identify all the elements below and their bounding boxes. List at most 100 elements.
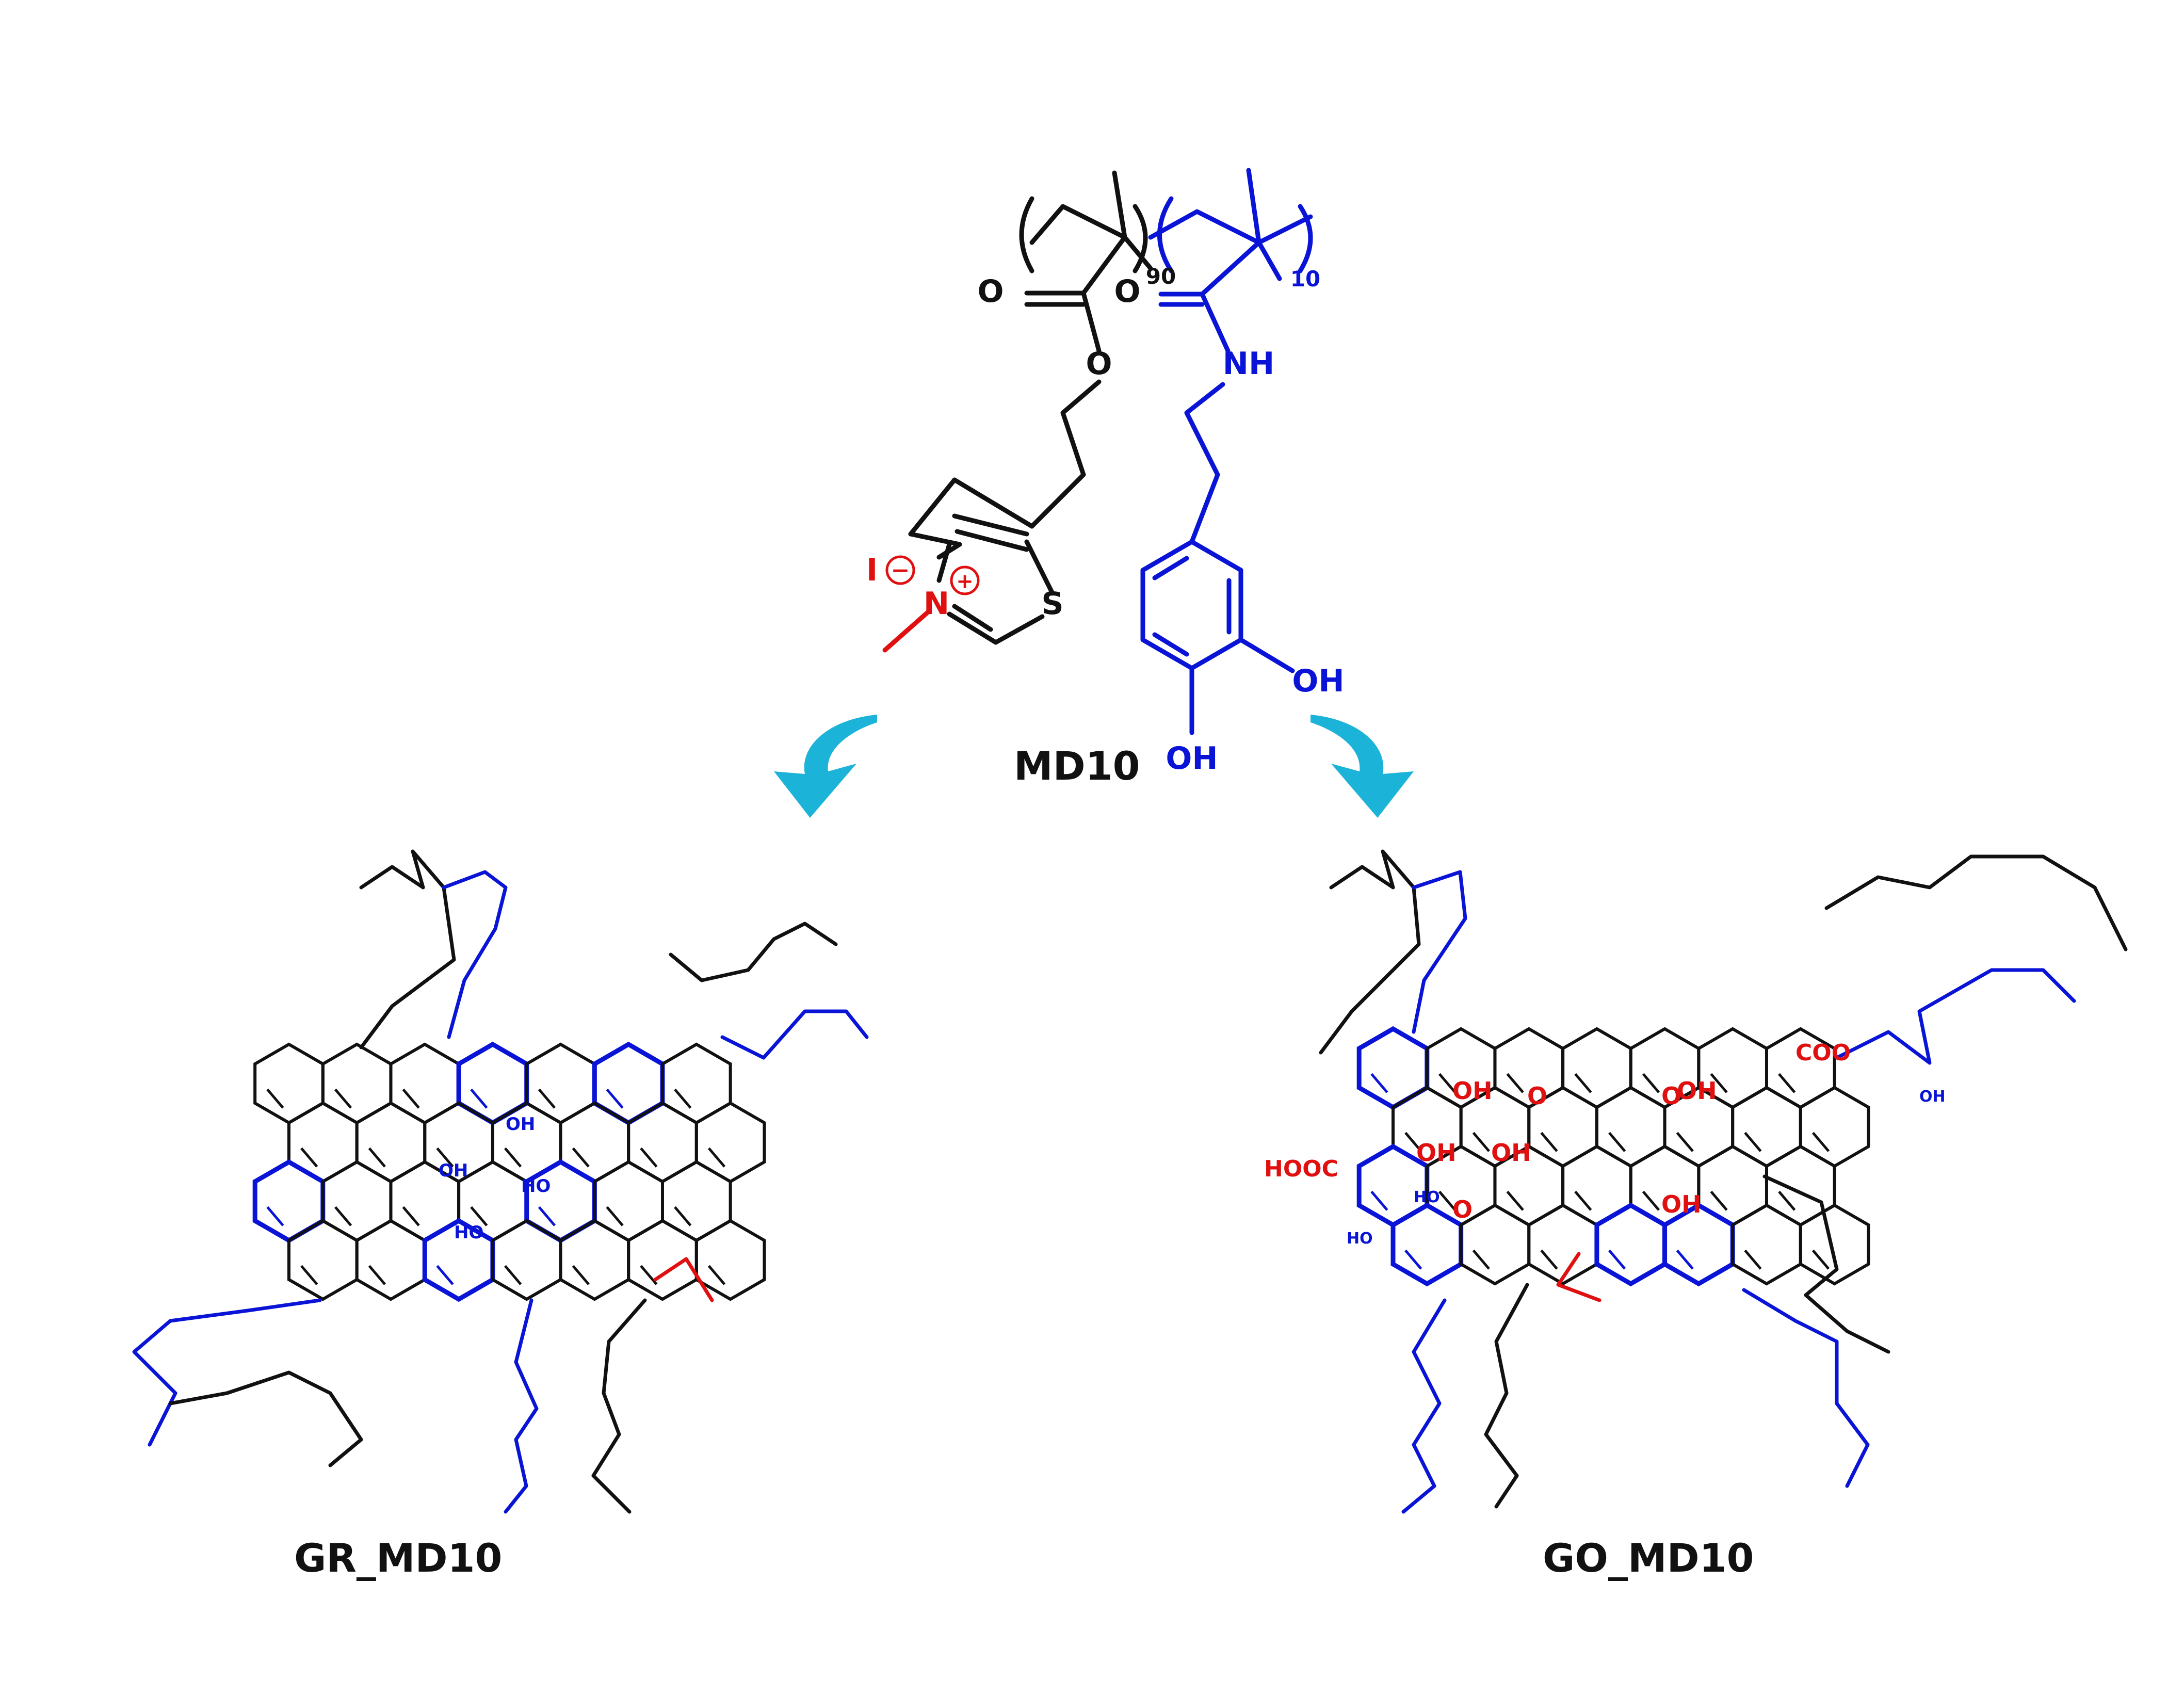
catechol-oh-bottom: OH bbox=[1166, 740, 1218, 777]
go-epoxy-o-1: O bbox=[1527, 1082, 1547, 1110]
mma-backbone-block bbox=[952, 170, 1153, 529]
lattice-double-bond bbox=[470, 1206, 488, 1226]
polymer-chain-segment bbox=[442, 870, 508, 1039]
lattice-double-bond bbox=[1811, 1132, 1830, 1152]
polymer-chain-segment bbox=[168, 1370, 363, 1467]
lattice-double-bond bbox=[1642, 1073, 1660, 1093]
lattice-hexagon bbox=[694, 1101, 766, 1184]
lattice-hexagon bbox=[660, 1042, 732, 1125]
lattice-double-bond bbox=[572, 1265, 590, 1285]
lattice-double-bond bbox=[707, 1147, 726, 1168]
lattice-hexagon bbox=[524, 1159, 597, 1243]
polymer-chain-segment bbox=[1319, 849, 1421, 1055]
polymer-chain-segment bbox=[1556, 1252, 1601, 1302]
lattice-double-bond bbox=[368, 1265, 386, 1285]
go-oh-1: OH bbox=[1452, 1077, 1493, 1105]
lattice-hexagon bbox=[694, 1219, 766, 1301]
lattice-hexagon bbox=[593, 1160, 664, 1242]
lattice-hexagon bbox=[1799, 1203, 1870, 1286]
go-ho-1: HO bbox=[1347, 1230, 1373, 1248]
go-oh-4: OH bbox=[1661, 1190, 1702, 1218]
lattice-hexagon bbox=[1356, 1026, 1430, 1110]
polymer-chain-segment bbox=[359, 849, 456, 1049]
gr-oh-1: OH bbox=[506, 1114, 535, 1135]
polymer-chain-segment bbox=[1824, 854, 2128, 951]
lattice-hexagon bbox=[1594, 1202, 1668, 1287]
polymer-chain-segment bbox=[653, 1257, 714, 1302]
polymer-chain-segment bbox=[1401, 1298, 1447, 1514]
lattice-double-bond bbox=[1472, 1249, 1490, 1270]
lattice-double-bond bbox=[1370, 1190, 1388, 1211]
lattice-double-bond bbox=[266, 1088, 284, 1109]
go-blue-hydroxyl-labels: HO HO OH bbox=[1347, 1088, 1946, 1248]
go-epoxy-o-2: O bbox=[1661, 1082, 1681, 1110]
carbonyl-oxygen-left: O bbox=[977, 273, 1004, 310]
go-catechol-oh: OH bbox=[1919, 1088, 1946, 1106]
right-product-caption: GO_MD10 bbox=[1543, 1535, 1754, 1581]
lattice-double-bond bbox=[1608, 1249, 1626, 1270]
lattice-hexagon bbox=[1561, 1027, 1632, 1109]
graphene-sheet-left bbox=[252, 1041, 766, 1302]
lattice-double-bond bbox=[300, 1147, 318, 1168]
lattice-double-bond bbox=[504, 1147, 522, 1168]
reaction-arrow-left-icon bbox=[774, 715, 877, 818]
lattice-hexagon bbox=[1527, 1203, 1598, 1286]
sulfur-label: S bbox=[1041, 586, 1063, 622]
lattice-double-bond bbox=[1811, 1249, 1830, 1270]
lattice-double-bond bbox=[300, 1265, 318, 1285]
amide-nh-label: NH bbox=[1223, 346, 1274, 382]
lattice-double-bond bbox=[1710, 1190, 1728, 1211]
positive-charge-icon bbox=[950, 566, 980, 595]
lattice-double-bond bbox=[1710, 1073, 1728, 1093]
nitrogen-label: N bbox=[924, 586, 949, 622]
lattice-hexagon bbox=[1731, 1086, 1802, 1168]
lattice-double-bond bbox=[504, 1265, 522, 1285]
gr-hydroxyl-labels: OH OH HO HO bbox=[439, 1114, 551, 1243]
lattice-double-bond bbox=[640, 1147, 658, 1168]
go-carboxyl-label: HOOC bbox=[1264, 1156, 1338, 1182]
go-oh-5: OH bbox=[1677, 1077, 1717, 1105]
polymer-chain-segment bbox=[1835, 968, 2076, 1065]
positive-charge-sign: + bbox=[956, 570, 974, 593]
lattice-double-bond bbox=[402, 1206, 420, 1226]
lattice-double-bond bbox=[1540, 1132, 1558, 1152]
thiazolium-ring bbox=[908, 477, 1055, 645]
lattice-hexagon bbox=[1799, 1086, 1870, 1168]
reaction-arrow-right-icon bbox=[1311, 715, 1414, 818]
lattice-double-bond bbox=[334, 1088, 352, 1109]
lattice-double-bond bbox=[1676, 1132, 1694, 1152]
lattice-double-bond bbox=[266, 1206, 284, 1226]
lattice-double-bond bbox=[1404, 1249, 1422, 1270]
go-ester-link-label: COO bbox=[1795, 1040, 1851, 1066]
negative-charge-sign: − bbox=[891, 557, 910, 584]
md10-monomer-structure: O O O NH 90 10 S N + I − OH OH bbox=[866, 168, 1345, 777]
lattice-double-bond bbox=[470, 1088, 488, 1109]
lattice-hexagon bbox=[355, 1101, 427, 1184]
lattice-double-bond bbox=[606, 1088, 624, 1109]
lattice-double-bond bbox=[1404, 1132, 1422, 1152]
lattice-double-bond bbox=[1778, 1190, 1796, 1211]
polymer-chain-segment bbox=[1484, 1283, 1529, 1509]
lattice-double-bond bbox=[1472, 1132, 1490, 1152]
grafted-polymer-chains-right bbox=[1319, 849, 2128, 1514]
gr-ho-1: HO bbox=[521, 1176, 551, 1197]
graphene-oxide-sheet-right bbox=[1356, 1026, 1870, 1287]
lattice-double-bond bbox=[640, 1265, 658, 1285]
lattice-hexagon bbox=[660, 1160, 732, 1242]
negative-charge-icon bbox=[885, 555, 915, 585]
lattice-double-bond bbox=[1506, 1073, 1524, 1093]
monomer-caption: MD10 bbox=[1014, 743, 1140, 789]
lattice-double-bond bbox=[674, 1088, 692, 1109]
lattice-double-bond bbox=[707, 1265, 726, 1285]
lattice-double-bond bbox=[1744, 1249, 1762, 1270]
lattice-double-bond bbox=[606, 1206, 624, 1226]
lattice-double-bond bbox=[538, 1206, 556, 1226]
n-methyl-bond bbox=[882, 609, 931, 653]
lattice-double-bond bbox=[1642, 1190, 1660, 1211]
gr-oh-2: OH bbox=[439, 1160, 468, 1181]
lattice-double-bond bbox=[1778, 1073, 1796, 1093]
ester-oxygen: O bbox=[1086, 346, 1112, 382]
polymer-chain-segment bbox=[504, 1298, 539, 1514]
